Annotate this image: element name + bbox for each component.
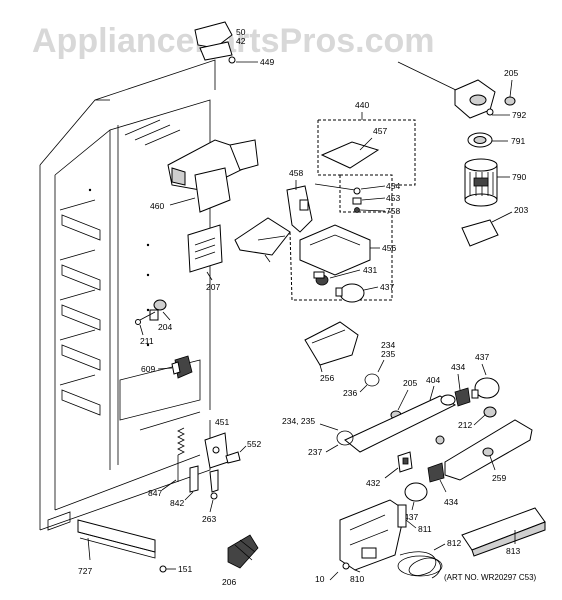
label-237: 237	[308, 447, 322, 457]
part-203-cover	[461, 219, 499, 247]
part-842	[189, 465, 199, 493]
label-212: 212	[458, 420, 472, 430]
label-847: 847	[148, 488, 162, 498]
part-207-cover	[187, 224, 223, 273]
label-10: 10	[315, 574, 325, 584]
label-259: 259	[492, 473, 506, 483]
part-727-grille	[77, 519, 156, 559]
part-212-cap	[483, 406, 497, 418]
label-234-235-b: 234, 235	[282, 416, 315, 426]
part-449-top-hinge	[194, 21, 236, 64]
label-204: 204	[158, 322, 172, 332]
fresh-food-cabinet	[39, 59, 216, 531]
label-727: 727	[78, 566, 92, 576]
part-451-bottom-hinge	[204, 432, 241, 469]
label-812: 812	[447, 538, 461, 548]
watermark: AppliancePartsPros.com	[32, 22, 434, 60]
part-437-bulb-c	[404, 482, 428, 502]
part-457-plate	[320, 141, 380, 169]
label-758: 758	[386, 206, 400, 216]
label-434-b: 434	[444, 497, 458, 507]
label-460: 460	[150, 201, 164, 211]
label-456: 456	[382, 243, 396, 253]
part-811-fitting	[397, 504, 407, 528]
part-263	[209, 469, 219, 500]
label-263: 263	[202, 514, 216, 524]
label-42: 42	[236, 36, 246, 46]
label-453: 453	[386, 193, 400, 203]
part-454-453-758	[314, 183, 362, 213]
part-460-duct	[167, 139, 259, 213]
part-437-bulb-b	[471, 377, 500, 399]
label-437-a: 437	[380, 282, 394, 292]
part-790-filter	[464, 158, 498, 207]
art-number: (ART NO. WR20297 C53)	[444, 573, 537, 582]
part-437-bulb-a	[335, 283, 365, 303]
part-237-spring	[336, 430, 354, 446]
part-236-spring	[364, 373, 380, 387]
label-457: 457	[373, 126, 387, 136]
part-dispenser-chute	[234, 217, 291, 263]
part-609-switch	[171, 355, 193, 379]
label-811: 811	[418, 524, 432, 534]
part-204-211	[135, 299, 167, 325]
label-813: 813	[506, 546, 520, 556]
label-203: 203	[514, 205, 528, 215]
part-813-cover	[461, 507, 546, 557]
part-256-tray	[304, 321, 359, 366]
label-609: 609	[141, 364, 155, 374]
part-205-cap-a	[504, 96, 516, 106]
part-458-bracket	[286, 185, 313, 233]
label-404: 404	[426, 375, 440, 385]
part-810-valve	[339, 499, 406, 571]
label-256: 256	[320, 373, 334, 383]
label-451: 451	[215, 417, 229, 427]
part-432-switch	[397, 451, 413, 473]
label-236: 236	[343, 388, 357, 398]
label-207: 207	[206, 282, 220, 292]
label-437-b: 437	[475, 352, 489, 362]
label-234-a: 234	[381, 340, 395, 350]
label-552: 552	[247, 439, 261, 449]
part-812-coil	[397, 551, 443, 579]
label-440: 440	[355, 100, 369, 110]
label-454: 454	[386, 181, 400, 191]
label-206: 206	[222, 577, 236, 587]
label-810: 810	[350, 574, 364, 584]
part-791-ring	[467, 132, 493, 148]
part-434-socket-b	[427, 462, 445, 483]
label-790: 790	[512, 172, 526, 182]
part-792-filter-head	[397, 61, 496, 119]
label-434-a: 434	[451, 362, 465, 372]
label-437-c: 437	[404, 512, 418, 522]
label-431: 431	[363, 265, 377, 275]
label-791: 791	[511, 136, 525, 146]
label-842: 842	[170, 498, 184, 508]
label-50: 50	[236, 27, 246, 37]
part-259-housing	[444, 419, 533, 481]
label-211: 211	[140, 336, 154, 346]
label-792: 792	[512, 110, 526, 120]
part-847-spring	[177, 427, 185, 482]
label-449: 449	[260, 57, 274, 67]
label-235-a: 235	[381, 349, 395, 359]
part-434-socket-a	[454, 387, 471, 407]
label-151: 151	[178, 564, 192, 574]
part-456-housing	[299, 224, 371, 276]
part-404-dispenser-arm	[344, 394, 457, 453]
label-458: 458	[289, 168, 303, 178]
label-205-b: 205	[403, 378, 417, 388]
part-206-grille-disc	[227, 534, 259, 569]
label-205-a: 205	[504, 68, 518, 78]
part-431-switch	[313, 271, 329, 286]
label-432: 432	[366, 478, 380, 488]
